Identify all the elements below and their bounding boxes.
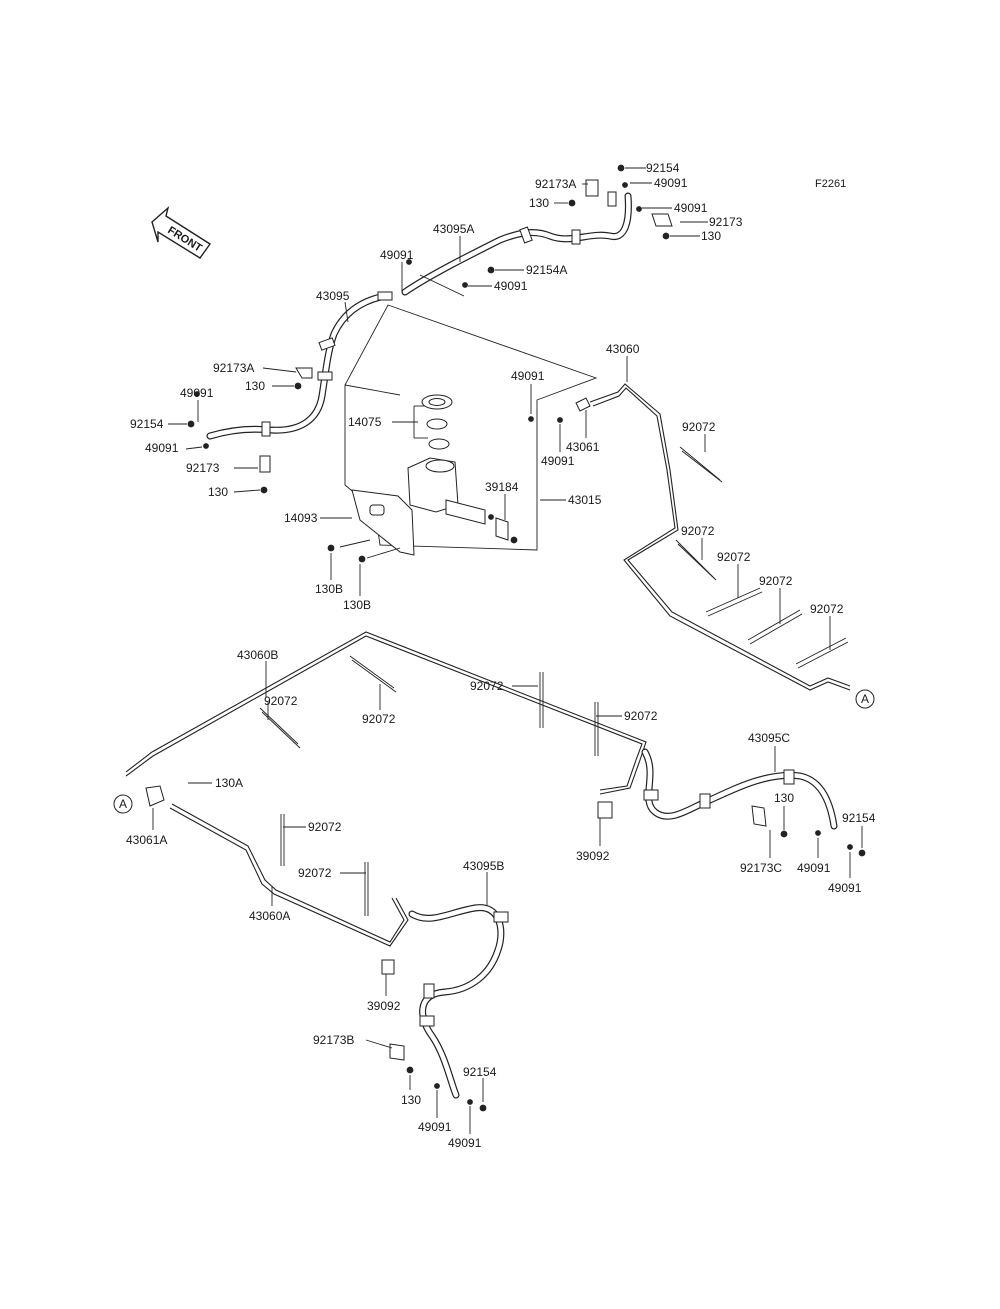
part-label: 92072: [264, 694, 298, 708]
part-label: 92173B: [313, 1033, 354, 1047]
brake-pipe-43060: [589, 383, 875, 709]
part-label: 92173C: [740, 861, 782, 875]
part-label: 92072: [759, 574, 793, 588]
part-label: 14093: [284, 511, 318, 525]
part-label: 92154A: [526, 263, 567, 277]
part-label: 92072: [624, 709, 658, 723]
part-label: 92072: [308, 820, 342, 834]
part-label: 49091: [511, 369, 545, 383]
part-label: 92072: [717, 550, 751, 564]
part-label: 39092: [576, 849, 610, 863]
part-label: 130: [208, 485, 228, 499]
part-label: 130B: [315, 582, 343, 596]
upper-brake-hose: [187, 164, 673, 494]
front-direction-arrow: FRONT: [151, 206, 211, 259]
part-label: 92072: [298, 866, 332, 880]
part-label: 92173A: [535, 177, 576, 191]
part-label: 49091: [418, 1120, 452, 1134]
cable-ties-lower: [259, 655, 599, 916]
part-label: 92154: [130, 417, 164, 431]
part-label: 92072: [681, 524, 715, 538]
master-cylinder: [327, 394, 591, 563]
part-label: 130: [529, 196, 549, 210]
connection-ref-a-upper: A: [861, 692, 869, 706]
part-label: 43060: [606, 342, 640, 356]
part-label: 39184: [485, 480, 519, 494]
part-label: 49091: [654, 176, 688, 190]
part-label: 130: [245, 379, 265, 393]
part-label: 130A: [215, 776, 243, 790]
part-label: 49091: [674, 201, 708, 215]
part-label: 43095: [316, 289, 350, 303]
part-label: 49091: [828, 881, 862, 895]
part-label: 130: [701, 229, 721, 243]
part-label: 49091: [541, 454, 575, 468]
part-label: 49091: [180, 386, 214, 400]
part-label: 43095B: [463, 859, 504, 873]
part-label: 92173: [186, 461, 220, 475]
part-label: 92173A: [213, 361, 254, 375]
part-label: 92154: [646, 161, 680, 175]
part-label: 92173: [709, 215, 743, 229]
part-label: 49091: [380, 248, 414, 262]
brake-hose-43095B: [381, 904, 509, 1112]
part-label: 43095A: [433, 222, 474, 236]
part-labels: 92154 92173A 49091 130 49091 92173 130 4…: [119, 161, 876, 1150]
brake-hose-43095C: [597, 748, 866, 857]
part-label: 43061: [566, 440, 600, 454]
part-label: 130: [774, 791, 794, 805]
cable-ties-upper: [675, 446, 849, 669]
leader-lines: [152, 167, 863, 1134]
part-label: 49091: [448, 1136, 482, 1150]
part-label: 92154: [842, 811, 876, 825]
part-label: 92072: [470, 679, 504, 693]
part-label: 49091: [494, 279, 528, 293]
part-label: 43095C: [748, 731, 790, 745]
part-label: 39092: [367, 999, 401, 1013]
part-label: 92072: [810, 602, 844, 616]
figure-code: F2261: [815, 178, 846, 190]
connection-ref-a-lower: A: [119, 797, 127, 811]
part-label: 49091: [145, 441, 179, 455]
part-label: 43060A: [249, 909, 290, 923]
part-label: 92154: [463, 1065, 497, 1079]
part-label: 43060B: [237, 648, 278, 662]
brake-pipe-43060A: [145, 785, 409, 947]
brake-pipe-43060B: [113, 631, 647, 814]
part-label: 14075: [348, 415, 382, 429]
part-label: 49091: [797, 861, 831, 875]
part-label: 43015: [568, 493, 602, 507]
part-label: 130: [401, 1093, 421, 1107]
part-label: 92072: [682, 420, 716, 434]
part-label: 43061A: [126, 833, 167, 847]
part-label: 92072: [362, 712, 396, 726]
part-label: 130B: [343, 598, 371, 612]
